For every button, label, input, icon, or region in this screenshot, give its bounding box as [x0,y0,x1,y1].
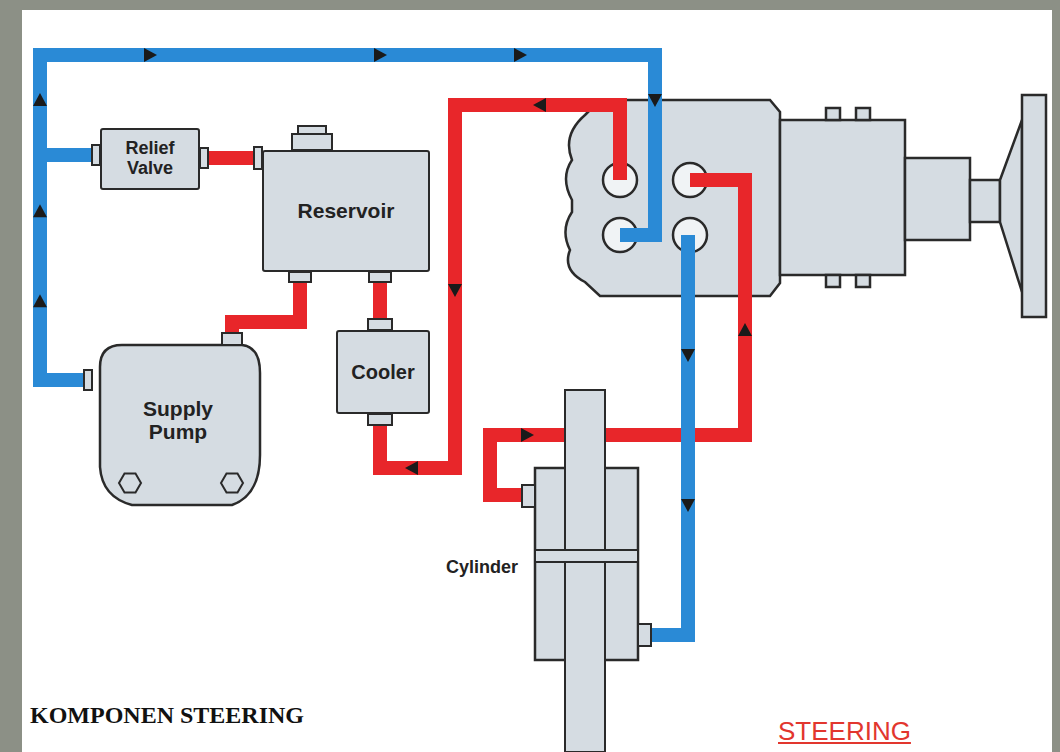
supply-pump: Supply Pump [92,305,264,509]
piston [535,550,638,562]
pump-body [100,345,260,505]
slide-title: KOMPONEN STEERING [30,702,304,729]
component-label: Supply Pump [130,397,226,443]
flow-arrow [521,428,534,442]
pressure-pipe [650,235,688,635]
fitting [254,147,262,169]
cooler-box: Cooler [336,330,430,414]
flow-arrow [533,98,546,112]
piston-rod [565,390,605,752]
steering-shaft [905,158,970,240]
component-label: Cylinder [446,558,518,578]
flow-arrow [374,48,387,62]
pressure-pipe [40,55,655,235]
pipe-connector [200,158,262,159]
flange [856,108,870,120]
relief-valve-box: Relief Valve [100,128,200,190]
flow-arrows [33,48,752,512]
reservoir-box: Reservoir [262,150,430,272]
fitting [638,624,651,646]
bolt-head [119,474,141,493]
reservoir-cap [292,134,332,150]
steering-wheel [1022,95,1046,317]
fitting [92,145,100,165]
pipe [200,151,262,165]
return-pipe [490,180,745,495]
bolt-head [221,474,243,493]
fitting [84,370,92,390]
fitting [369,272,391,282]
flow-arrow [681,499,695,512]
fitting [368,414,392,425]
flow-arrow [681,349,695,362]
fitting [289,272,311,282]
flange [826,108,840,120]
fitting [200,148,208,168]
flow-arrow [33,294,47,307]
section-link: STEERING [778,716,911,747]
component-label: Reservoir [271,199,421,222]
cylinder-outline [535,468,638,660]
pipe [40,155,100,380]
component-label: Cooler [343,361,423,383]
gear-housing [780,120,905,275]
flow-arrow [448,284,462,297]
fitting [368,319,392,330]
flow-arrow [33,204,47,217]
flow-arrow [144,48,157,62]
fitting [522,485,535,507]
flange [826,275,840,287]
flow-arrow [738,323,752,336]
steering-gear [565,95,1046,317]
flow-arrow [648,94,662,107]
pipe-connector [33,155,100,380]
flow-arrow [514,48,527,62]
reservoir-cap [298,126,326,134]
steering-shaft [970,180,1000,222]
wheel-hub [1000,120,1022,292]
flow-arrow [33,93,47,106]
fitting [222,333,242,345]
flow-arrow [405,461,418,475]
component-label: Relief Valve [113,139,187,179]
cylinder: Cylinder [535,468,638,660]
flange [856,275,870,287]
